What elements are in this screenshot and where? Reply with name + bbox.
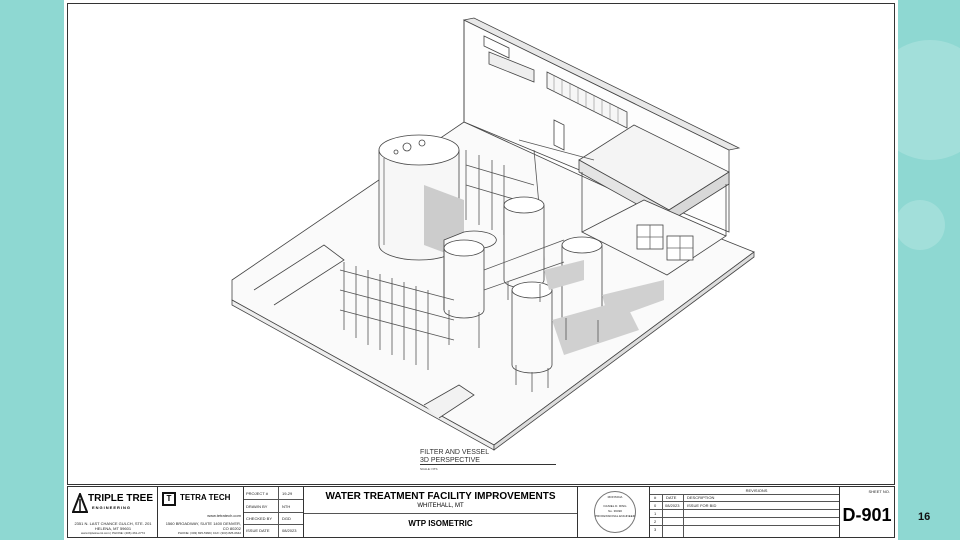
rev-row-0-date: 08/2023 <box>665 503 680 508</box>
decorative-circle-small <box>895 200 945 250</box>
firm2-name: TETRA TECH <box>180 493 231 502</box>
tetra-tech-logo-icon: T <box>162 492 176 506</box>
view-subtitle: 3D PERSPECTIVE <box>420 457 556 465</box>
firm1-name: TRIPLE TREE <box>88 493 154 504</box>
drawing-border <box>67 3 895 485</box>
rev-col-divider-1 <box>662 494 663 537</box>
project-label: PROJECT # <box>246 491 268 496</box>
issue-label: ISSUE DATE <box>246 528 270 533</box>
sheet-no-label: SHEET NO. <box>868 489 891 494</box>
engineer-seal: MONTANA DANIEL D. RING No. 36490 PROFESS… <box>594 491 636 533</box>
rev-row-0-num: 0 <box>654 503 657 508</box>
seal-text: PROFESSIONAL ENGINEER <box>595 514 635 518</box>
title-divider <box>304 513 577 514</box>
seal-state: MONTANA <box>607 495 623 499</box>
isometric-drawing <box>231 17 755 451</box>
issue-value: 08/2023 <box>282 528 297 533</box>
view-scale: SCALE: NTS <box>420 467 438 471</box>
rev-col-date: DATE <box>666 495 677 500</box>
rev-row-1-num: 1 <box>654 511 657 516</box>
sheet-number: D-901 <box>842 505 892 525</box>
rev-col-num: # <box>654 495 657 500</box>
firm2-cell: T TETRA TECH www.tetratech.com 1560 BROA… <box>158 487 244 537</box>
checked-value: DGD <box>282 516 291 521</box>
rev-row-3-num: 3 <box>654 527 657 532</box>
drawing-sheet: FILTER AND VESSEL 3D PERSPECTIVE SCALE: … <box>64 0 898 540</box>
drawn-value: NTH <box>282 504 291 509</box>
seal-number: No. 36490 <box>608 509 622 513</box>
firm2-web: www.tetratech.com <box>207 513 241 518</box>
project-info-cell: PROJECT # 19-29 DRAWN BY NTH CHECKED BY … <box>244 487 304 537</box>
drawn-label: DRAWN BY <box>246 504 268 509</box>
firm1-cell: TRIPLE TREE ENGINEERING 2351 N. LAST CHA… <box>68 487 158 537</box>
rev-col-divider-2 <box>683 494 684 537</box>
title-block: TRIPLE TREE ENGINEERING 2351 N. LAST CHA… <box>67 486 895 538</box>
sheet-title: WTP ISOMETRIC <box>408 519 473 528</box>
rev-row-0-desc: ISSUE FOR BID <box>687 503 717 508</box>
firm2-contact: PHONE: (303) 825-5999 | FAX: (303) 825-0… <box>177 531 241 535</box>
triple-tree-logo-icon <box>72 493 88 513</box>
rev-row-2-num: 2 <box>654 519 657 524</box>
project-value: 19-29 <box>282 491 293 496</box>
firm1-contact: www.tripletreemt.com | PHONE: (406) 461-… <box>81 531 145 535</box>
page-number: 16 <box>918 511 931 523</box>
view-title: FILTER AND VESSEL <box>420 449 490 456</box>
rev-col-desc: DESCRIPTION <box>687 495 715 500</box>
seal-cell: MONTANA DANIEL D. RING No. 36490 PROFESS… <box>578 487 650 537</box>
project-location: WHITEHALL, MT <box>417 503 464 509</box>
project-title-cell: WATER TREATMENT FACILITY IMPROVEMENTS WH… <box>304 487 578 537</box>
firm1-address: 2351 N. LAST CHANCE GULCH, STE. 201 HELE… <box>74 521 152 531</box>
seal-name: DANIEL D. RING <box>603 504 627 508</box>
revisions-cell: REVISIONS # DATE DESCRIPTION 0 08/2023 I… <box>650 487 840 537</box>
sheet-number-cell: SHEET NO. D-901 <box>840 487 894 537</box>
checked-label: CHECKED BY <box>246 516 273 521</box>
project-title: WATER TREATMENT FACILITY IMPROVEMENTS <box>325 491 556 502</box>
revisions-heading: REVISIONS <box>745 488 768 493</box>
project-info-divider <box>278 487 279 537</box>
firm1-subname: ENGINEERING <box>92 505 132 510</box>
firm2-address: 1560 BROADWAY, SUITE 1400 DENVER, CO 802… <box>165 521 241 531</box>
